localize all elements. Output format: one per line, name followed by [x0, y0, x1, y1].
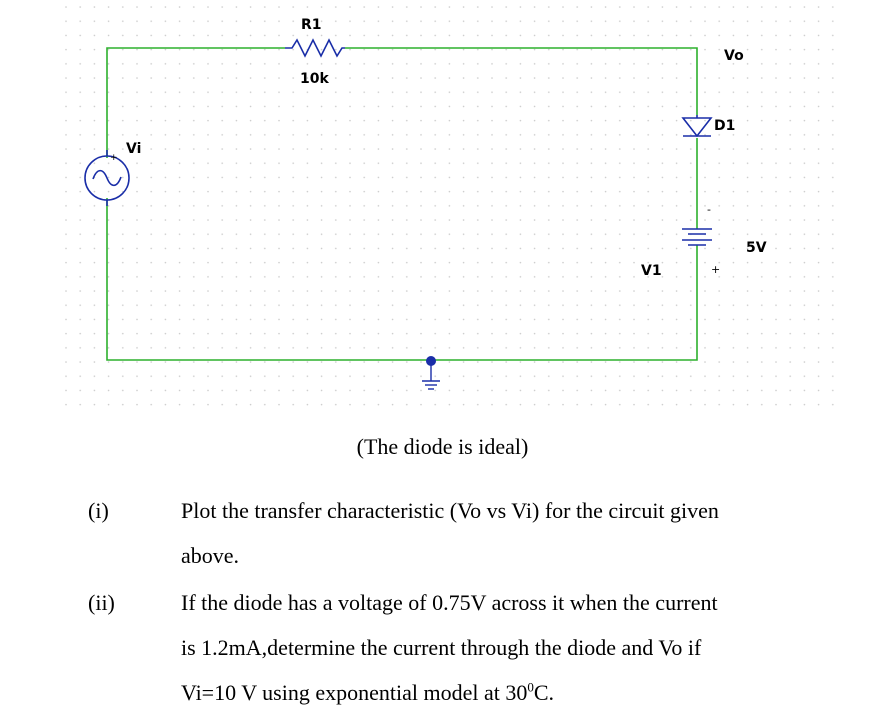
battery-v1 [682, 228, 712, 246]
circuit-schematic: R1 10k + Vi Vo D1 - + 5V V1 [65, 6, 835, 411]
output-node-label: Vo [724, 48, 744, 64]
source-ref-label: Vi [126, 141, 141, 157]
question-1-text: Plot the transfer characteristic (Vo vs … [181, 488, 841, 578]
question-2-line-3-main: Vi=10 V using exponential model at 30 [181, 680, 528, 705]
resistor-value-label: 10k [300, 71, 329, 87]
wire-battery-to-bottom [106, 198, 698, 361]
diode-ref-label: D1 [714, 118, 735, 134]
question-2-line-1: If the diode has a voltage of 0.75V acro… [181, 590, 718, 615]
diode-d1 [681, 115, 713, 138]
source-plus-mark: + [110, 153, 118, 163]
wire-top-right [345, 47, 698, 115]
wire-top-left [106, 47, 285, 158]
grid-background [65, 6, 835, 411]
ac-source-vi [84, 150, 130, 206]
resistor-ref-label: R1 [301, 17, 322, 33]
question-2-line-3: Vi=10 V using exponential model at 300C. [181, 670, 841, 715]
ground-symbol [422, 356, 440, 390]
question-2-line-3-end: C. [533, 680, 555, 705]
question-1-number: (i) [88, 498, 109, 523]
question-2-number: (ii) [88, 590, 115, 615]
question-1-line-2: above. [181, 543, 240, 568]
battery-plus-mark: + [711, 263, 720, 276]
battery-ref-label: V1 [641, 263, 662, 279]
resistor-r1 [285, 38, 345, 58]
wires [106, 47, 698, 361]
battery-minus-mark: - [707, 203, 711, 216]
question-1-line-1: Plot the transfer characteristic (Vo vs … [181, 498, 719, 523]
question-2-text: If the diode has a voltage of 0.75V acro… [181, 580, 841, 715]
degree-superscript: 0 [527, 679, 534, 695]
question-2-line-2: is 1.2mA,determine the current through t… [181, 635, 702, 660]
battery-value-label: 5V [746, 240, 767, 256]
diode-caption: (The diode is ideal) [356, 434, 529, 459]
